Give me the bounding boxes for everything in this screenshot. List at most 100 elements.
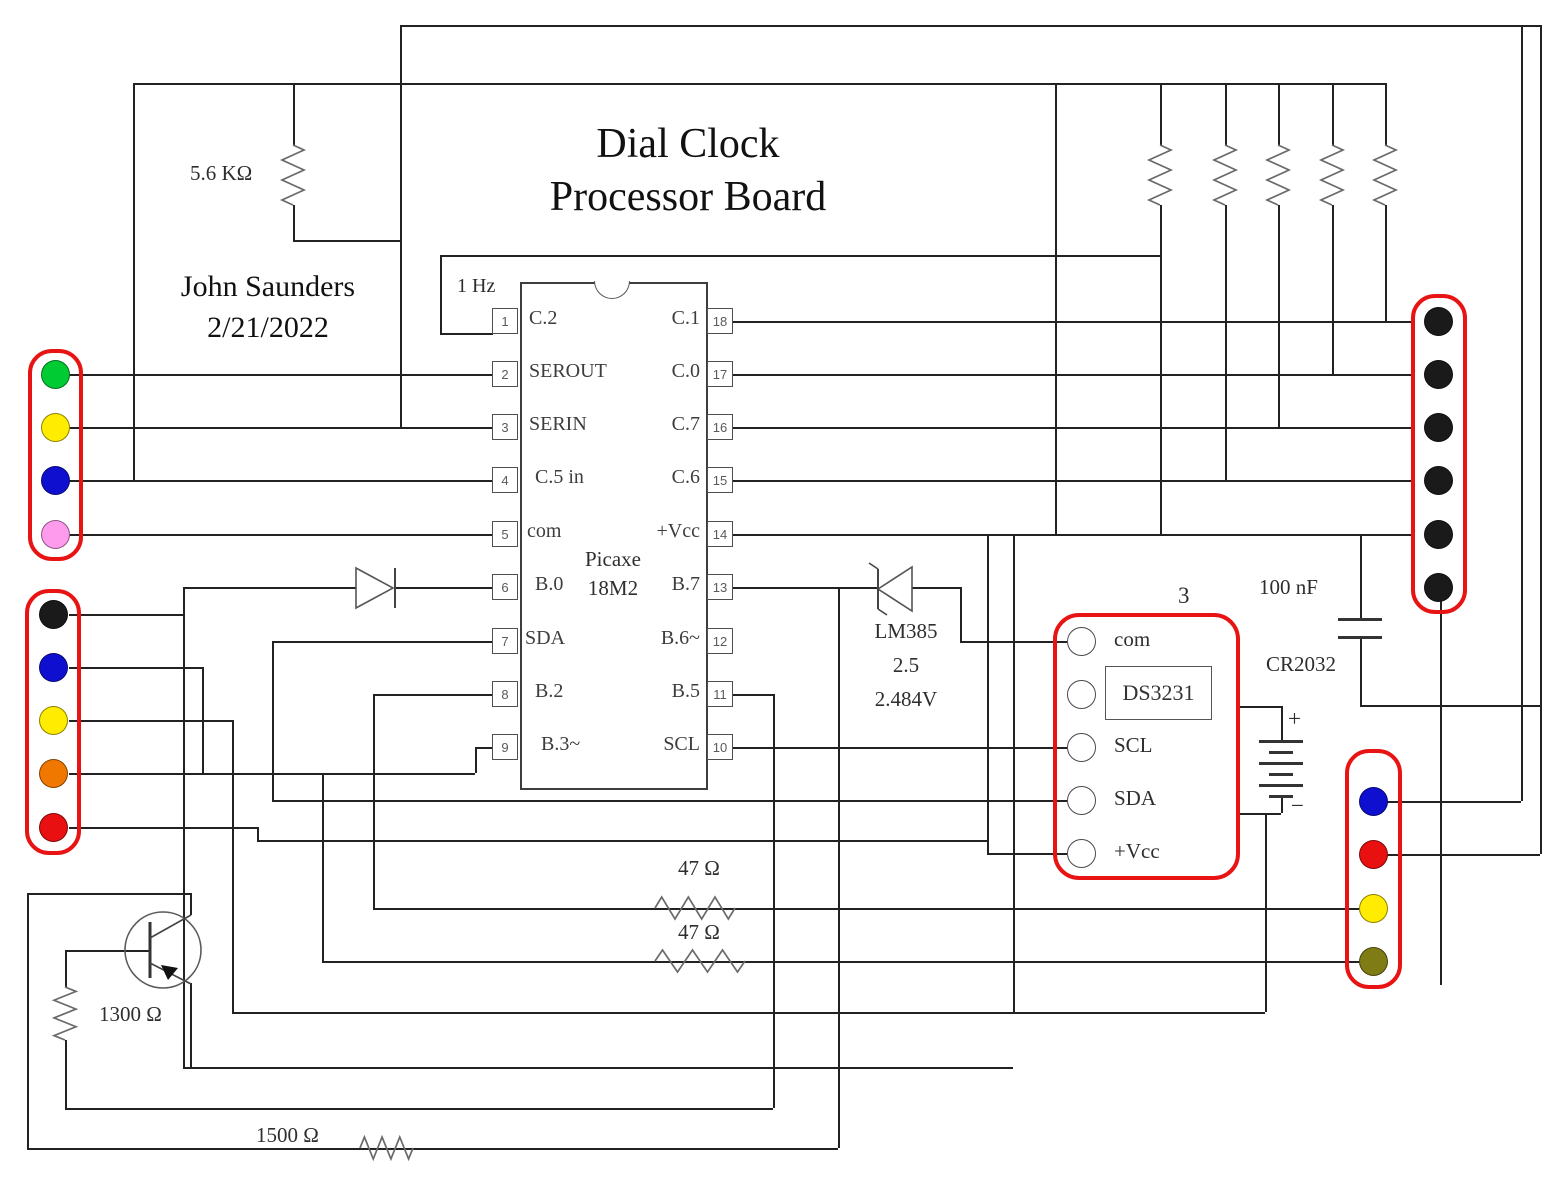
wire bbox=[1360, 535, 1362, 618]
wire bbox=[202, 667, 204, 773]
regulator-voltage: 2.5 bbox=[892, 653, 920, 677]
ic-pin-label: C.1 bbox=[671, 307, 700, 329]
wire bbox=[69, 614, 183, 616]
wire bbox=[1055, 83, 1057, 534]
ic-pin-label: SEROUT bbox=[529, 360, 607, 382]
rtc-pin-label: +Vcc bbox=[1114, 839, 1160, 863]
wire bbox=[1385, 205, 1387, 321]
ic-pin-label: B.0 bbox=[535, 573, 564, 595]
regulator-label: LM385 2.5 2.484V bbox=[853, 614, 959, 716]
ic-pin-number: 1 bbox=[492, 308, 518, 334]
clock-signal-label: 1 Hz bbox=[457, 275, 496, 297]
wire bbox=[69, 720, 232, 722]
wire bbox=[440, 255, 1160, 257]
wire bbox=[133, 83, 135, 480]
resistor-icon bbox=[1211, 144, 1239, 206]
ic-name-line1: Picaxe bbox=[585, 547, 641, 571]
wire bbox=[1440, 601, 1442, 985]
wire bbox=[1521, 25, 1523, 801]
connector-pin bbox=[38, 599, 68, 629]
connector-pin bbox=[1423, 412, 1453, 442]
wire bbox=[1265, 813, 1267, 1012]
title-line-1: Dial Clock bbox=[596, 121, 780, 167]
wire bbox=[293, 83, 295, 145]
wire bbox=[1225, 83, 1227, 145]
wire bbox=[733, 587, 878, 589]
wire bbox=[69, 427, 493, 429]
wire bbox=[69, 534, 493, 536]
pullup-resistor-label: 5.6 KΩ bbox=[190, 161, 253, 185]
wire bbox=[293, 205, 295, 240]
ic-name-line2: 18M2 bbox=[587, 576, 639, 600]
wire bbox=[1240, 706, 1281, 708]
wire bbox=[1360, 705, 1540, 707]
resistor-icon bbox=[1264, 144, 1292, 206]
wire bbox=[440, 333, 493, 335]
zener-diode-icon bbox=[868, 562, 913, 616]
connector-pin bbox=[38, 758, 68, 788]
resistor-icon bbox=[51, 986, 79, 1041]
wire bbox=[987, 853, 1067, 855]
ic-pin-label: SDA bbox=[525, 627, 566, 649]
connector-left-top bbox=[28, 349, 83, 561]
wire bbox=[1387, 801, 1521, 803]
ic-pin-label: C.5 in bbox=[535, 466, 584, 488]
wire bbox=[733, 694, 773, 696]
resistor-icon bbox=[359, 1134, 414, 1162]
ic-pin-number: 11 bbox=[707, 681, 733, 707]
resistor-icon bbox=[1318, 144, 1346, 206]
wire bbox=[733, 427, 1414, 429]
battery-plate-short bbox=[1269, 751, 1293, 754]
connector-right bbox=[1411, 294, 1467, 614]
battery-plus-label: + bbox=[1288, 706, 1301, 731]
battery-type-label: CR2032 bbox=[1266, 652, 1337, 676]
wire bbox=[257, 840, 987, 842]
wire bbox=[183, 1067, 1013, 1069]
rtc-pin-label: SCL bbox=[1114, 733, 1153, 757]
rtc-pin-pad bbox=[1067, 732, 1096, 762]
ic-pin-label: C.2 bbox=[529, 307, 558, 329]
wire bbox=[400, 25, 1540, 27]
wire bbox=[1013, 535, 1015, 1012]
regulator-part: LM385 bbox=[874, 619, 938, 643]
connector-pin bbox=[1423, 572, 1453, 602]
ic-pin-number: 13 bbox=[707, 574, 733, 600]
schematic-title: Dial Clock Processor Board bbox=[488, 118, 888, 224]
battery-icon bbox=[1259, 740, 1303, 743]
wire bbox=[733, 747, 1067, 749]
wire bbox=[272, 641, 493, 643]
ic-pin-label: B.3~ bbox=[541, 733, 581, 755]
ic-pin-label: C.6 bbox=[671, 466, 700, 488]
wire bbox=[960, 587, 962, 641]
wire bbox=[69, 480, 493, 482]
rtc-pin-pad bbox=[1067, 785, 1096, 815]
wire bbox=[27, 893, 191, 895]
connector-pin bbox=[40, 359, 70, 389]
wire bbox=[733, 321, 1414, 323]
battery-plate-long bbox=[1259, 762, 1303, 765]
wire bbox=[373, 694, 375, 908]
connector-pin bbox=[1358, 946, 1388, 976]
ic-pin-label: C.0 bbox=[671, 360, 700, 382]
connector-bottom-right bbox=[1345, 749, 1402, 989]
ic-pin-label: SERIN bbox=[529, 413, 587, 435]
ic-pin-number: 9 bbox=[492, 734, 518, 760]
pnp-transistor-icon bbox=[124, 911, 202, 989]
wire bbox=[1360, 636, 1362, 705]
wire bbox=[65, 950, 67, 987]
rtc-pin-pad bbox=[1067, 679, 1096, 709]
wire bbox=[987, 535, 989, 853]
wire bbox=[293, 240, 400, 242]
wire bbox=[1281, 795, 1283, 813]
connector-pin bbox=[40, 412, 70, 442]
wire bbox=[475, 747, 477, 773]
wire bbox=[133, 83, 1385, 85]
wire bbox=[1160, 205, 1162, 534]
wire bbox=[322, 773, 324, 961]
wire bbox=[440, 255, 442, 333]
resistor-icon bbox=[1146, 144, 1174, 206]
ic-pin-label: SCL bbox=[663, 733, 700, 755]
wire bbox=[733, 480, 1414, 482]
ic-pin-number: 12 bbox=[707, 628, 733, 654]
